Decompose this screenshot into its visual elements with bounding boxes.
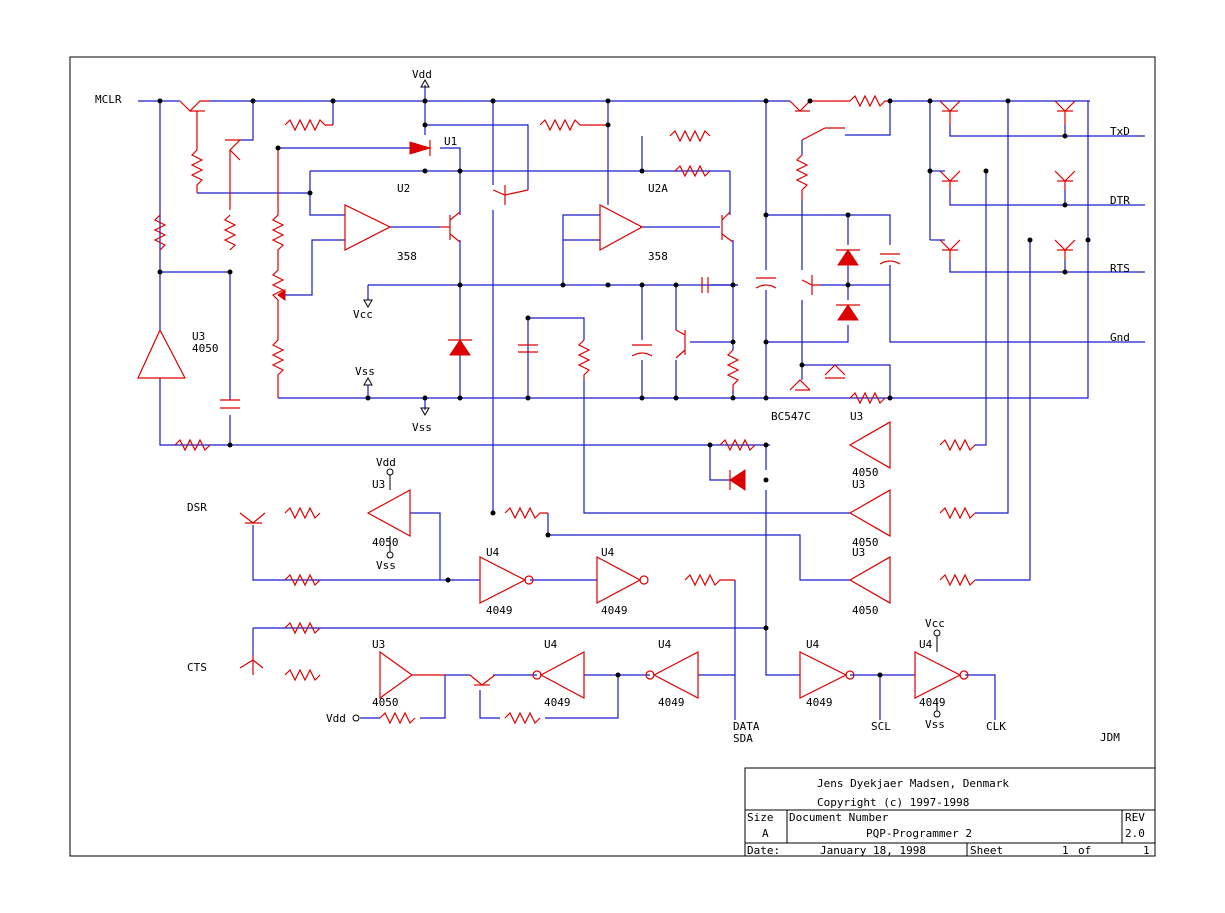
signal-txd: TxD xyxy=(1110,125,1130,138)
label-u3-right-3: U3 xyxy=(852,546,865,559)
label-u3-cts: U3 xyxy=(372,638,385,651)
power-vss-u3: Vss xyxy=(376,559,396,572)
power-vdd-cts: Vdd xyxy=(326,712,346,725)
power-vdd-top: Vdd xyxy=(412,68,432,81)
label-u3-right-3-type: 4050 xyxy=(852,604,879,617)
power-vcc-mid: Vcc xyxy=(353,308,373,321)
title-block: Jens Dyekjaer Madsen, Denmark Copyright … xyxy=(744,767,1156,857)
label-u3-dsr-type: 4050 xyxy=(372,536,399,549)
power-vss-u4: Vss xyxy=(925,718,945,731)
power-symbols xyxy=(352,78,941,722)
title-size-value: A xyxy=(762,827,769,840)
label-u4-a: U4 xyxy=(486,546,500,559)
title-author: Jens Dyekjaer Madsen, Denmark xyxy=(817,777,1009,790)
signal-dtr: DTR xyxy=(1110,194,1130,207)
signal-cts: CTS xyxy=(187,661,207,674)
label-u2: U2 xyxy=(397,182,410,195)
label-u3-cts-type: 4050 xyxy=(372,696,399,709)
label-u4-a-type: 4049 xyxy=(486,604,513,617)
label-u2a: U2A xyxy=(648,182,668,195)
title-copyright: Copyright (c) 1997-1998 xyxy=(817,796,969,809)
power-vcc-u4: Vcc xyxy=(925,617,945,630)
title-docnum-label: Document Number xyxy=(789,811,889,824)
label-u4-d: U4 xyxy=(658,638,672,651)
title-rev-value: 2.0 xyxy=(1125,827,1145,840)
sheet-border xyxy=(69,56,1156,857)
signal-gnd: Gnd xyxy=(1110,331,1130,344)
signal-data: DATA xyxy=(733,720,760,733)
signal-sda: SDA xyxy=(733,732,753,745)
label-u1: U1 xyxy=(444,135,457,148)
power-vdd-u3: Vdd xyxy=(376,456,396,469)
label-u4-f-type: 4049 xyxy=(919,696,946,709)
signal-mclr: MCLR xyxy=(95,93,122,106)
junctions xyxy=(157,98,1091,678)
label-u4-e-type: 4049 xyxy=(806,696,833,709)
label-u4-f: U4 xyxy=(919,638,933,651)
labels: MCLR TxD DTR RTS Gnd DSR CTS DATA SDA SC… xyxy=(95,68,1130,745)
label-u4-c-type: 4049 xyxy=(544,696,571,709)
label-u3-right-2-type: 4050 xyxy=(852,536,879,549)
title-date-value: January 18, 1998 xyxy=(820,844,926,857)
label-u3-left-type: 4050 xyxy=(192,342,219,355)
power-vss-mid: Vss xyxy=(355,365,375,378)
label-u4-d-type: 4049 xyxy=(658,696,685,709)
label-u3-right-1: U3 xyxy=(850,410,863,423)
label-u2a-type: 358 xyxy=(648,250,668,263)
title-size-label: Size xyxy=(747,811,774,824)
label-u4-c: U4 xyxy=(544,638,558,651)
title-sheet-label: Sheet xyxy=(970,844,1003,857)
label-u4-e: U4 xyxy=(806,638,820,651)
signal-dsr: DSR xyxy=(187,501,207,514)
label-jdm: JDM xyxy=(1100,731,1120,744)
signal-clk: CLK xyxy=(986,720,1006,733)
title-docnum-value: PQP-Programmer 2 xyxy=(866,827,972,840)
title-sheet-value: 1 xyxy=(1062,844,1069,857)
label-u3-dsr: U3 xyxy=(372,478,385,491)
label-u3-right-1-type: 4050 xyxy=(852,466,879,479)
label-u4-b-type: 4049 xyxy=(601,604,628,617)
title-date-label: Date: xyxy=(747,844,780,857)
title-of-value: 1 xyxy=(1143,844,1150,857)
label-u3-right-2: U3 xyxy=(852,478,865,491)
label-u2-type: 358 xyxy=(397,250,417,263)
label-u3-left: U3 xyxy=(192,330,205,343)
label-bc547c: BC547C xyxy=(771,410,811,423)
components xyxy=(137,94,1076,725)
title-of-label: of xyxy=(1078,844,1091,857)
power-vss-bottom: Vss xyxy=(412,421,432,434)
label-u4-b: U4 xyxy=(601,546,615,559)
signal-rts: RTS xyxy=(1110,262,1130,275)
signal-scl: SCL xyxy=(871,720,891,733)
title-rev-label: REV xyxy=(1125,811,1145,824)
